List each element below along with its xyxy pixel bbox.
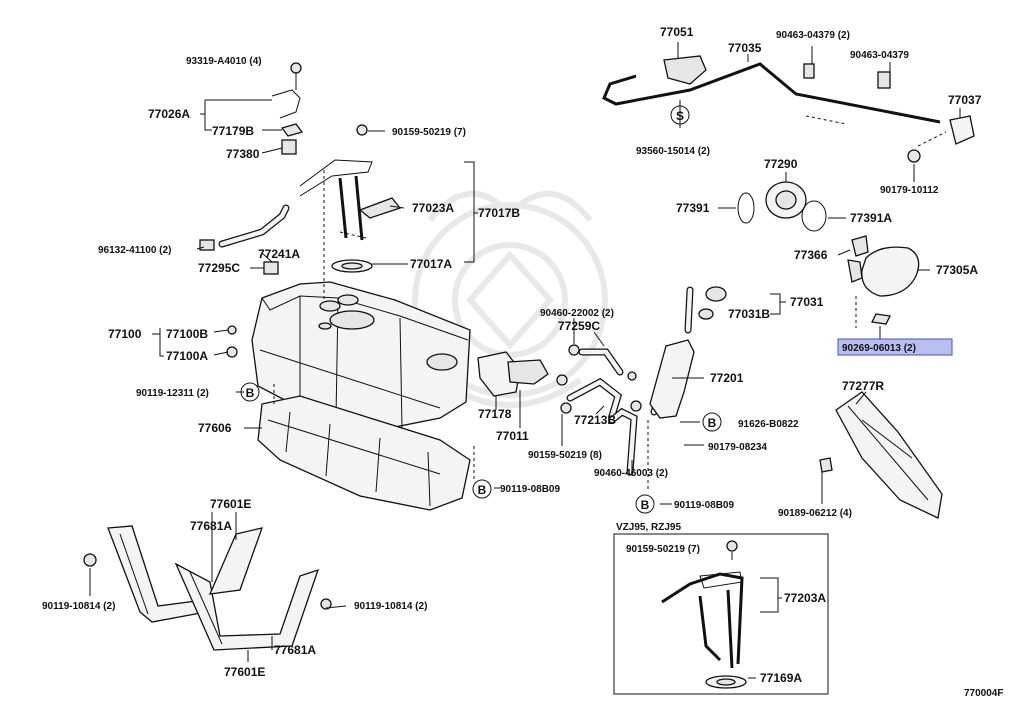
part-label[interactable]: 90179-10112 xyxy=(880,185,939,196)
marker-b-4-label: B xyxy=(641,498,650,512)
fuel-inlet-pipe[interactable] xyxy=(649,286,727,419)
part-label[interactable]: 77290 xyxy=(764,157,798,171)
part-label[interactable]: 93560-15014 (2) xyxy=(636,146,710,157)
part-label[interactable]: 90460-22002 (2) xyxy=(540,308,614,319)
part-label[interactable]: 90460-46003 (2) xyxy=(594,468,668,479)
part-label[interactable]: 77100A xyxy=(166,349,208,363)
marker-s: S xyxy=(670,105,690,125)
vent-tube[interactable] xyxy=(199,89,304,275)
part-label[interactable]: 77031B xyxy=(728,307,770,321)
part-label[interactable]: 77051 xyxy=(660,25,694,39)
part-label[interactable]: 77241A xyxy=(258,247,300,261)
watermark-emblem xyxy=(412,190,608,408)
part-label[interactable]: 77305A xyxy=(936,263,978,277)
marker-s-label: S xyxy=(676,109,684,123)
part-label[interactable]: 90119-08B09 xyxy=(674,500,734,511)
part-label[interactable]: 90159-50219 (8) xyxy=(528,450,602,461)
part-label[interactable]: 90119-10814 (2) xyxy=(354,601,427,612)
part-label[interactable]: 77213B xyxy=(574,413,616,427)
part-label-highlighted[interactable]: 90269-06013 (2) xyxy=(842,343,916,354)
part-label[interactable]: 77366 xyxy=(794,248,828,262)
part-label[interactable]: 90189-06212 (4) xyxy=(778,508,852,519)
variant-inset-box xyxy=(613,533,829,695)
part-label[interactable]: 77026A xyxy=(148,107,190,121)
part-label[interactable]: 77201 xyxy=(710,371,744,385)
part-label[interactable]: 77601E xyxy=(210,497,251,511)
part-label[interactable]: 77035 xyxy=(728,41,762,55)
part-label[interactable]: 77037 xyxy=(948,93,982,107)
marker-b-1: B xyxy=(240,382,260,402)
part-label[interactable]: 90119-12311 (2) xyxy=(136,388,209,399)
part-label[interactable]: 90159-50219 (7) xyxy=(626,544,700,555)
diagram-code: 770004F xyxy=(964,688,1003,699)
tank-bands[interactable] xyxy=(107,525,320,651)
part-label[interactable]: 77169A xyxy=(760,671,802,685)
part-label[interactable]: 96132-41100 (2) xyxy=(98,245,171,256)
part-label[interactable]: 77017A xyxy=(410,257,452,271)
marker-b-3-label: B xyxy=(708,416,717,430)
part-label[interactable]: 77203A xyxy=(784,591,826,605)
part-label[interactable]: 77023A xyxy=(412,201,454,215)
part-label[interactable]: 77100 xyxy=(108,327,142,341)
part-label[interactable]: 77179B xyxy=(212,124,254,138)
marker-b-4: B xyxy=(635,494,655,514)
part-label[interactable]: 77601E xyxy=(224,665,265,679)
part-label[interactable]: 77011 xyxy=(496,429,529,443)
part-label[interactable]: 77681A xyxy=(274,643,316,657)
part-label[interactable]: 77391A xyxy=(850,211,892,225)
leader-lines xyxy=(89,42,961,679)
fuel-filler-door[interactable] xyxy=(847,246,920,325)
marker-b-2-label: B xyxy=(478,483,487,497)
filler-pipe-protector[interactable] xyxy=(819,391,943,519)
part-labels: 93319-A4010 (4) 77026A 77179B 90159-5021… xyxy=(42,25,1003,699)
part-label[interactable]: 90119-10814 (2) xyxy=(42,601,115,612)
part-label[interactable]: 77391 xyxy=(676,201,710,215)
marker-b-1-label: B xyxy=(246,386,255,400)
part-label[interactable]: 77681A xyxy=(190,519,232,533)
marker-b-3: B xyxy=(702,412,722,432)
part-label[interactable]: 77606 xyxy=(198,421,232,435)
highlighted-part-box xyxy=(837,338,953,356)
part-label[interactable]: 90179-08234 xyxy=(708,442,767,453)
variant-title: VZJ95, RZJ95 xyxy=(616,522,681,533)
fuel-sender-gauge[interactable] xyxy=(299,159,402,273)
part-label[interactable]: 77380 xyxy=(226,147,260,161)
part-label[interactable]: 90463-04379 (2) xyxy=(776,30,850,41)
part-label[interactable]: 90463-04379 xyxy=(850,50,909,61)
part-label[interactable]: 90119-08B09 xyxy=(500,484,560,495)
marker-b-2: B xyxy=(472,479,492,499)
fuel-lid-opener-cable[interactable] xyxy=(602,55,975,163)
part-label[interactable]: 77178 xyxy=(478,407,512,421)
part-label[interactable]: 77100B xyxy=(166,327,208,341)
tank-fasteners xyxy=(83,62,368,610)
part-label[interactable]: 77295C xyxy=(198,261,240,275)
part-label[interactable]: 93319-A4010 (4) xyxy=(186,56,262,67)
part-label[interactable]: 77259C xyxy=(558,319,600,333)
part-label[interactable]: 77277R xyxy=(842,379,884,393)
tank-protector[interactable] xyxy=(257,395,471,511)
part-label[interactable]: 91626-B0822 xyxy=(738,419,799,430)
fuel-cap-and-gaskets[interactable] xyxy=(737,181,869,257)
fuel-tank[interactable] xyxy=(251,281,471,433)
part-label[interactable]: 77017B xyxy=(478,206,520,220)
part-label[interactable]: 77031 xyxy=(790,295,824,309)
hoses[interactable] xyxy=(477,344,642,476)
part-label[interactable]: 90159-50219 (7) xyxy=(392,127,466,138)
